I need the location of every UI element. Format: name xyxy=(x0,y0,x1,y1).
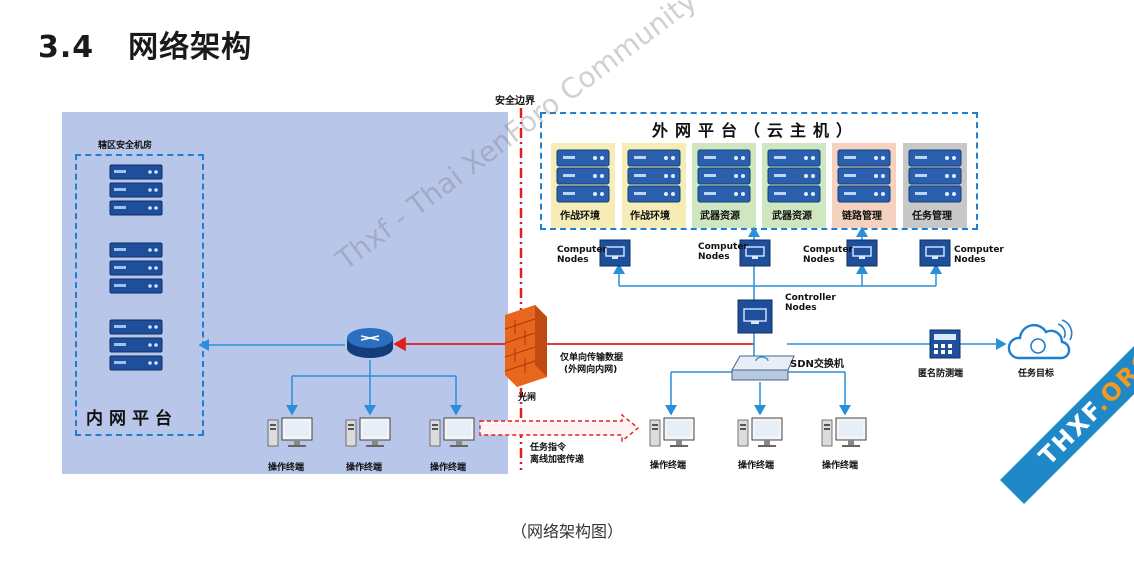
security-boundary-label: 安全边界 xyxy=(495,96,535,107)
cell-label: 武器资源 xyxy=(772,211,812,222)
compute-node-label-2: Computer Nodes xyxy=(698,242,748,262)
outer-terminal-3 xyxy=(821,417,867,448)
outer-terminal-1 xyxy=(649,417,695,448)
sdn-switch-label: SDN交换机 xyxy=(790,359,844,370)
cell-label: 链路管理 xyxy=(842,211,882,222)
outer-terminal-2 xyxy=(737,417,783,448)
gate-label: 光闸 xyxy=(518,393,537,403)
sdn-switch xyxy=(731,355,795,381)
inner-terminal-2 xyxy=(345,417,391,448)
controller-node xyxy=(737,299,773,334)
outer-terminal-label-1: 操作终端 xyxy=(650,461,687,471)
task-target-label: 任务目标 xyxy=(1018,369,1055,379)
anon-device xyxy=(929,329,961,359)
compute-node-label-1: Computer Nodes xyxy=(557,245,607,265)
cell-server-3 xyxy=(697,149,751,203)
server-room-label: 辖区安全机房 xyxy=(98,141,153,151)
heading-number: 3.4 xyxy=(38,30,95,65)
offline-transfer-arrow xyxy=(479,413,640,443)
inner-server-3 xyxy=(109,319,163,371)
cell-label: 任务管理 xyxy=(912,211,952,222)
gate-desc-line2: (外网向内网) xyxy=(564,365,618,375)
offline-line1: 任务指令 xyxy=(530,443,567,453)
outer-terminal-label-3: 操作终端 xyxy=(822,461,859,471)
anon-device-label: 匿名防测端 xyxy=(918,369,964,379)
inner-server-1 xyxy=(109,164,163,216)
server-room-box xyxy=(75,154,204,436)
cell-label: 作战环境 xyxy=(630,211,670,222)
inner-router xyxy=(347,328,393,358)
cell-server-2 xyxy=(627,149,681,203)
controller-node-label: Controller Nodes xyxy=(785,293,836,313)
figure-caption: （网络架构图） xyxy=(510,522,623,541)
compute-node-4 xyxy=(919,239,951,267)
cell-server-4 xyxy=(767,149,821,203)
compute-node-label-4: Computer Nodes xyxy=(954,245,1004,265)
firewall-gate xyxy=(504,305,547,387)
inner-terminal-label-2: 操作终端 xyxy=(346,463,383,473)
cloud-target-icon xyxy=(1007,319,1073,360)
inner-server-2 xyxy=(109,242,163,294)
inner-platform-label: 内网平台 xyxy=(86,409,178,429)
inner-terminal-1 xyxy=(267,417,313,448)
cell-server-6 xyxy=(908,149,962,203)
cell-server-5 xyxy=(837,149,891,203)
inner-terminal-label-3: 操作终端 xyxy=(430,463,467,473)
heading-title: 网络架构 xyxy=(128,30,253,65)
cell-label: 武器资源 xyxy=(700,211,740,222)
inner-terminal-label-1: 操作终端 xyxy=(268,463,305,473)
cell-server-1 xyxy=(556,149,610,203)
inner-terminal-3 xyxy=(429,417,475,448)
page-heading: 3.4 网络架构 xyxy=(38,22,252,66)
outer-terminal-label-2: 操作终端 xyxy=(738,461,775,471)
offline-line2: 离线加密传递 xyxy=(530,455,585,465)
compute-node-label-3: Computer Nodes xyxy=(803,245,853,265)
cell-label: 作战环境 xyxy=(560,211,600,222)
gate-desc-line1: 仅单向传输数据 xyxy=(560,353,624,363)
outer-platform-title: 外网平台（云主机） xyxy=(652,121,860,140)
